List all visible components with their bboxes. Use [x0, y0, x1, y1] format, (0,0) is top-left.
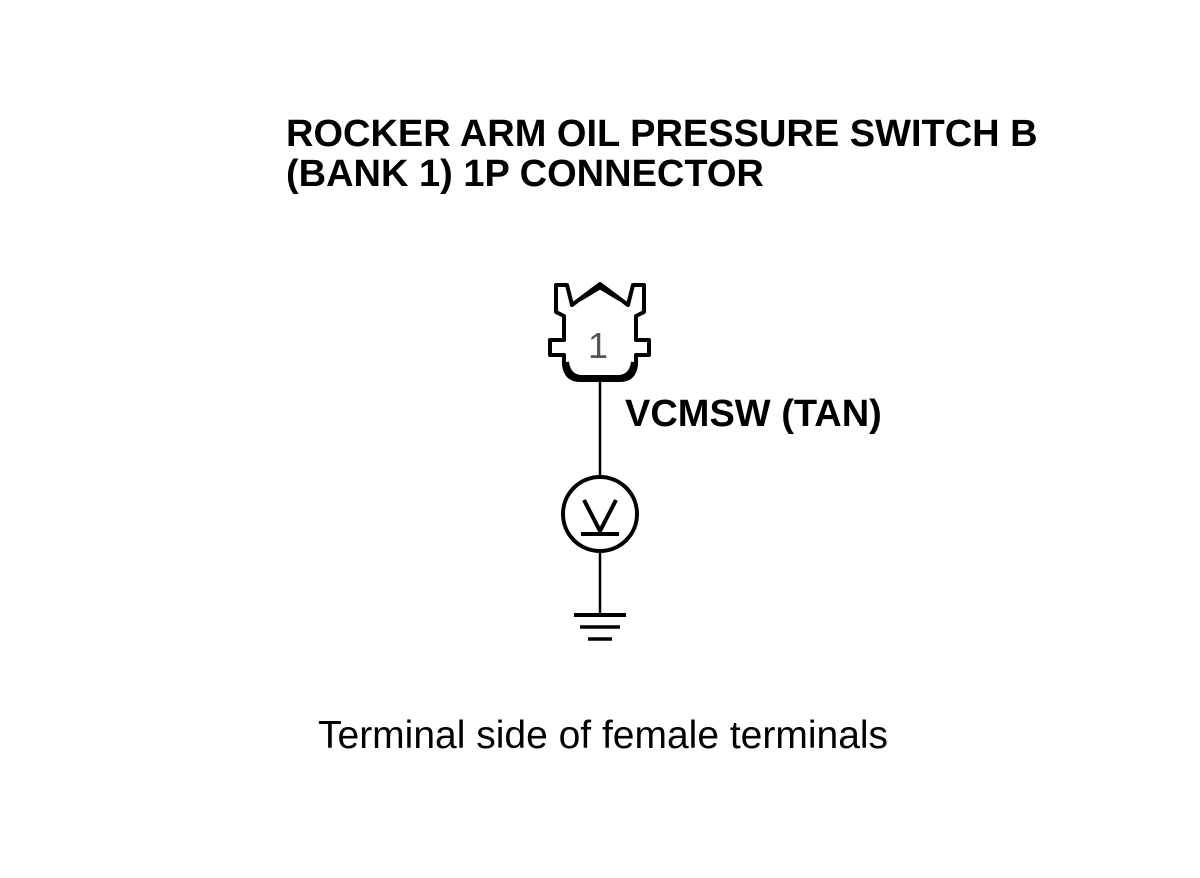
ground-icon — [574, 613, 626, 641]
title-line-1: ROCKER ARM OIL PRESSURE SWITCH B — [286, 113, 1038, 155]
wire-label: VCMSW (TAN) — [625, 393, 882, 435]
female-connector-icon: 1 — [548, 282, 651, 382]
view-caption: Terminal side of female terminals — [318, 714, 889, 757]
title-line-2: (BANK 1) 1P CONNECTOR — [286, 153, 764, 195]
terminal-number: 1 — [588, 325, 608, 366]
diagram-title: ROCKER ARM OIL PRESSURE SWITCH B (BANK 1… — [286, 114, 1038, 194]
voltmeter-icon — [561, 475, 639, 553]
